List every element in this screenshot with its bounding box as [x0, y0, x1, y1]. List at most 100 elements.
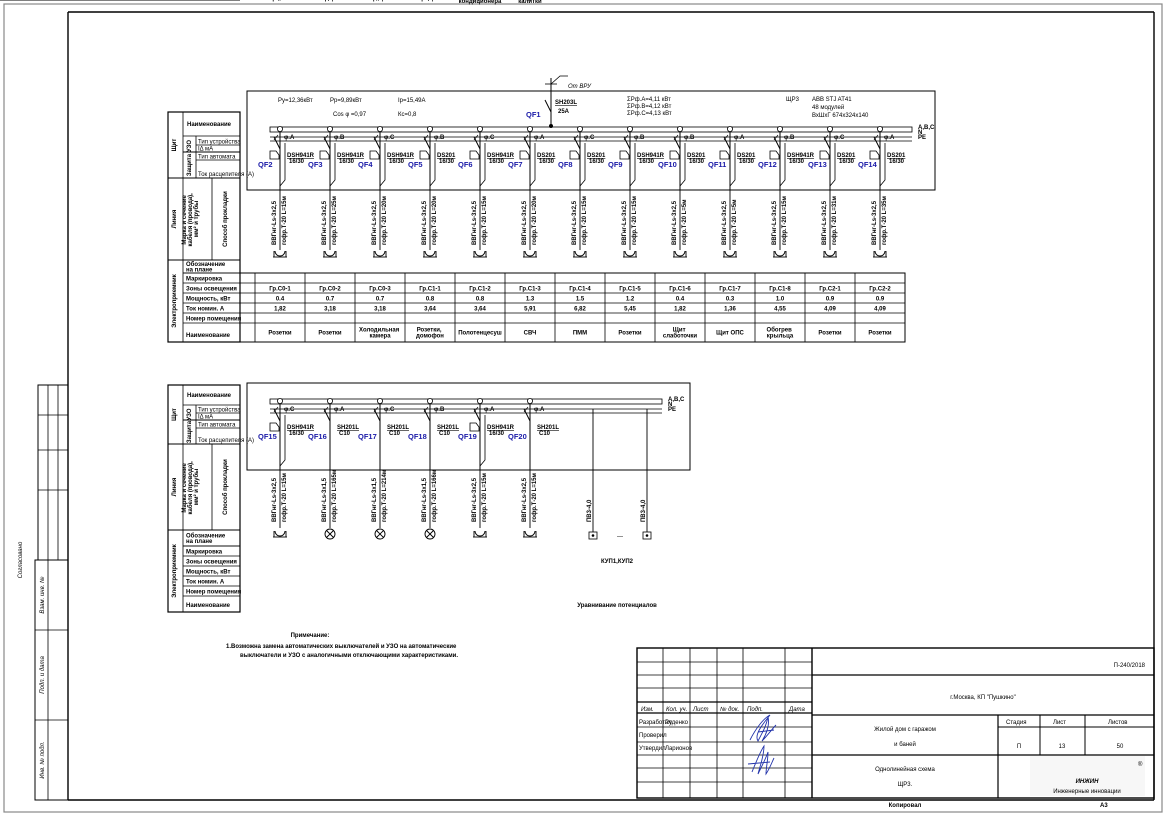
- section-consumer: Электроприемник: [172, 544, 178, 597]
- switch-mark: [623, 134, 629, 141]
- breaker-type: SH201L: [437, 425, 459, 431]
- switch-mark: [373, 134, 379, 141]
- row-power: Мощность, кВт: [186, 297, 230, 303]
- rcd-sense-line: [279, 143, 286, 187]
- row-trip-current: Ток расцепителя (А): [198, 438, 254, 444]
- cable-laying: гофр.Т-20 L=5м: [681, 199, 688, 245]
- text-line: слаботочки: [663, 332, 698, 339]
- socket-arc: [424, 250, 436, 257]
- rcd-sense-line: [279, 415, 286, 467]
- cell-zone: Гр.С1-3: [519, 287, 541, 293]
- sheet-number: 13: [1059, 744, 1066, 750]
- rcd-sense-line: [529, 143, 536, 187]
- phase-label: φ.B: [634, 135, 645, 141]
- company-logo: ИНЖИН: [1076, 779, 1100, 785]
- agreement-stamp: [37, 384, 69, 561]
- logo-registered: ®: [1138, 761, 1143, 768]
- cell-name: Щит слаботочки: [663, 328, 698, 340]
- stamp-label: Подп. и дата: [40, 656, 46, 694]
- lamp-icon: [324, 528, 336, 540]
- breaker-rating: 16/30: [689, 159, 705, 165]
- bus-label: A,B,C: [668, 397, 685, 403]
- row-cable: Марка и сечение кабеля (провода), мм² и …: [182, 192, 200, 247]
- phase-label: φ.B: [784, 135, 795, 141]
- socket-arc: [324, 250, 336, 257]
- text-line: мм² и трубы: [193, 201, 200, 238]
- breaker-id: QF6: [458, 160, 473, 169]
- socket-arc: [524, 250, 536, 257]
- cable-mark: ВВГнг-Ls-3х2,5: [822, 200, 828, 245]
- cell-current: 1,82: [674, 307, 686, 313]
- cell-current: 0,05: [324, 0, 336, 2]
- switch-mark: [773, 134, 779, 141]
- board-dims: ВхШхГ 674х324х140: [812, 113, 869, 119]
- cell-power: 0.7: [376, 297, 385, 303]
- breaker-id: QF8: [558, 160, 573, 169]
- bus-tap: [827, 126, 834, 133]
- cell-current: 6,82: [574, 307, 586, 313]
- switch-mark: [323, 134, 329, 141]
- cable-mark: ВВГнг-Ls-3х2,5: [322, 200, 328, 245]
- cell-zone: Гр.16-25: [418, 0, 443, 2]
- breaker-id: QF18: [408, 432, 427, 441]
- feed-leader: [550, 75, 568, 85]
- switch-mark: [323, 406, 329, 413]
- cell-name: Розетки: [318, 331, 342, 337]
- equipotential-dot: [591, 534, 595, 537]
- row-idn: IΔ мА: [198, 147, 213, 153]
- switch-mark: [873, 134, 879, 141]
- equipotential-box-icon: [642, 531, 652, 540]
- breaker-rating: 16/30: [389, 159, 405, 165]
- breaker-rating: 16/30: [539, 159, 555, 165]
- cell-current: 4,09: [874, 307, 886, 313]
- breaker-rating: 16/30: [589, 159, 605, 165]
- phase-label: φ.C: [484, 135, 495, 141]
- cable-laying: гофр.Т-20 L=15м: [481, 195, 488, 245]
- cable-mark: ВВГнг-Ls-3х2,5: [522, 200, 528, 245]
- breaker-type: DS201: [887, 153, 906, 159]
- phase-label: φ.A: [534, 407, 545, 413]
- rcd-icon: [669, 150, 680, 160]
- cable-laying: гофр.Т-20 L=15м: [281, 472, 288, 522]
- breaker-rating: 16/30: [439, 159, 455, 165]
- socket-icon: [473, 530, 487, 538]
- switch-mark: [423, 134, 429, 141]
- text-line: Обозначение: [186, 532, 227, 539]
- switch-mark: [473, 134, 479, 141]
- cell-power: 0,2: [276, 0, 285, 2]
- cable-mark: ВВГнг-Ls-3х2,5: [472, 200, 478, 245]
- socket-icon: [273, 250, 287, 258]
- cell-current: 3,18: [324, 307, 336, 313]
- row-device-type: Тип устройства: [198, 139, 241, 146]
- cell-name: Полотенцесуш: [458, 331, 502, 337]
- rcd-sense-line: [329, 143, 336, 187]
- logo-subtitle: Инженерные инновации: [1053, 789, 1121, 795]
- bus-abc: [269, 126, 913, 133]
- main-breaker-id: QF1: [526, 110, 541, 119]
- phase-label: φ.C: [384, 407, 395, 413]
- cell-power: 0.8: [476, 297, 485, 303]
- socket-arc: [774, 250, 786, 257]
- cable-mark: ВВГнг-Ls-3х2,5: [272, 200, 278, 245]
- logo-background: [1030, 756, 1145, 796]
- stage-label: Стадия: [1006, 720, 1026, 726]
- socket-arc: [574, 250, 586, 257]
- text-line: кабеля (провода),: [187, 192, 194, 247]
- cable-mark: ВВГнг-Ls-3х2,5: [622, 200, 628, 245]
- bus-tap: [476, 397, 483, 404]
- tb-role: Проверил: [639, 733, 667, 739]
- breaker-rating: 16/30: [639, 159, 655, 165]
- cable-laying: гофр.Т-20 L=35м: [881, 195, 888, 245]
- signature-approver: [747, 744, 775, 776]
- board-name: ЩР3: [786, 97, 800, 103]
- breaker-rating: C10: [439, 431, 451, 437]
- socket-arc: [624, 250, 636, 257]
- cell-zone: Гр.С1-1: [419, 287, 441, 293]
- bus-abc: [269, 398, 663, 405]
- sheets-count: 50: [1117, 744, 1124, 750]
- cell-current: 3,18: [374, 307, 386, 313]
- breaker-type: DSH941R: [337, 153, 365, 159]
- cell-current: 4,55: [774, 307, 786, 313]
- cable-laying: гофр.Т-20 L=20м: [381, 195, 388, 245]
